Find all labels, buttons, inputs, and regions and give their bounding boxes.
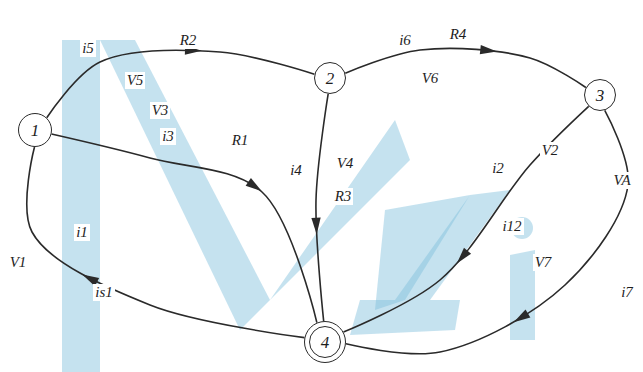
branch-group — [311, 94, 328, 321]
branch-label: V2 — [540, 142, 561, 159]
branch-quantity: VA — [611, 172, 632, 189]
node-number: 4 — [321, 334, 330, 351]
branch-quantity: V5 — [125, 72, 146, 89]
watermark-stroke — [100, 40, 270, 330]
branch-wire — [316, 94, 328, 321]
branch-group — [27, 147, 305, 338]
branch-label: R2 — [178, 32, 199, 49]
branch-group — [345, 45, 586, 88]
circuit-node: 1 — [18, 113, 52, 147]
branch-quantity: V1 — [8, 254, 29, 271]
branch-wire — [52, 134, 317, 323]
arrow-head — [480, 45, 497, 54]
node-number: 1 — [31, 122, 40, 139]
branch-label: R3 — [333, 188, 354, 205]
branch-quantity: i5 — [80, 40, 96, 57]
branch-wire — [47, 50, 315, 118]
branch-quantity: i7 — [619, 284, 635, 301]
circuit-node: 2 — [314, 62, 346, 94]
branch-wire — [345, 48, 586, 87]
branch-label: V7 — [533, 254, 554, 271]
branch-quantity: V4 — [335, 155, 356, 172]
branch-quantity: i6 — [397, 32, 413, 49]
circuit-node: 4 — [304, 321, 346, 363]
node-number: 2 — [326, 70, 335, 87]
branch-quantity: i3 — [160, 128, 176, 145]
watermark-stroke — [395, 190, 510, 300]
arrow-head — [514, 310, 531, 323]
branch-group — [346, 110, 628, 353]
watermark-stroke — [350, 300, 460, 335]
branch-wire — [27, 147, 305, 338]
arrow-head — [246, 178, 262, 191]
branch-quantity: is1 — [93, 284, 115, 301]
branch-group — [343, 106, 588, 332]
branch-label: i1 — [74, 224, 90, 241]
branch-label: R4 — [448, 26, 469, 43]
circuit-node: 3 — [584, 79, 616, 111]
branch-quantity: V3 — [150, 102, 171, 119]
arrow-head — [457, 248, 471, 264]
node-number: 3 — [596, 87, 605, 104]
watermark-stroke — [510, 250, 535, 340]
branch-group — [52, 134, 317, 323]
arrow-head — [311, 218, 320, 235]
branch-wire — [346, 110, 628, 353]
branch-quantity: i4 — [288, 162, 304, 179]
branch-wire — [343, 106, 588, 332]
branch-label: R1 — [230, 132, 251, 149]
branch-quantity: i12 — [500, 218, 523, 235]
branch-quantity: V6 — [420, 70, 441, 87]
branch-quantity: i2 — [490, 160, 506, 177]
